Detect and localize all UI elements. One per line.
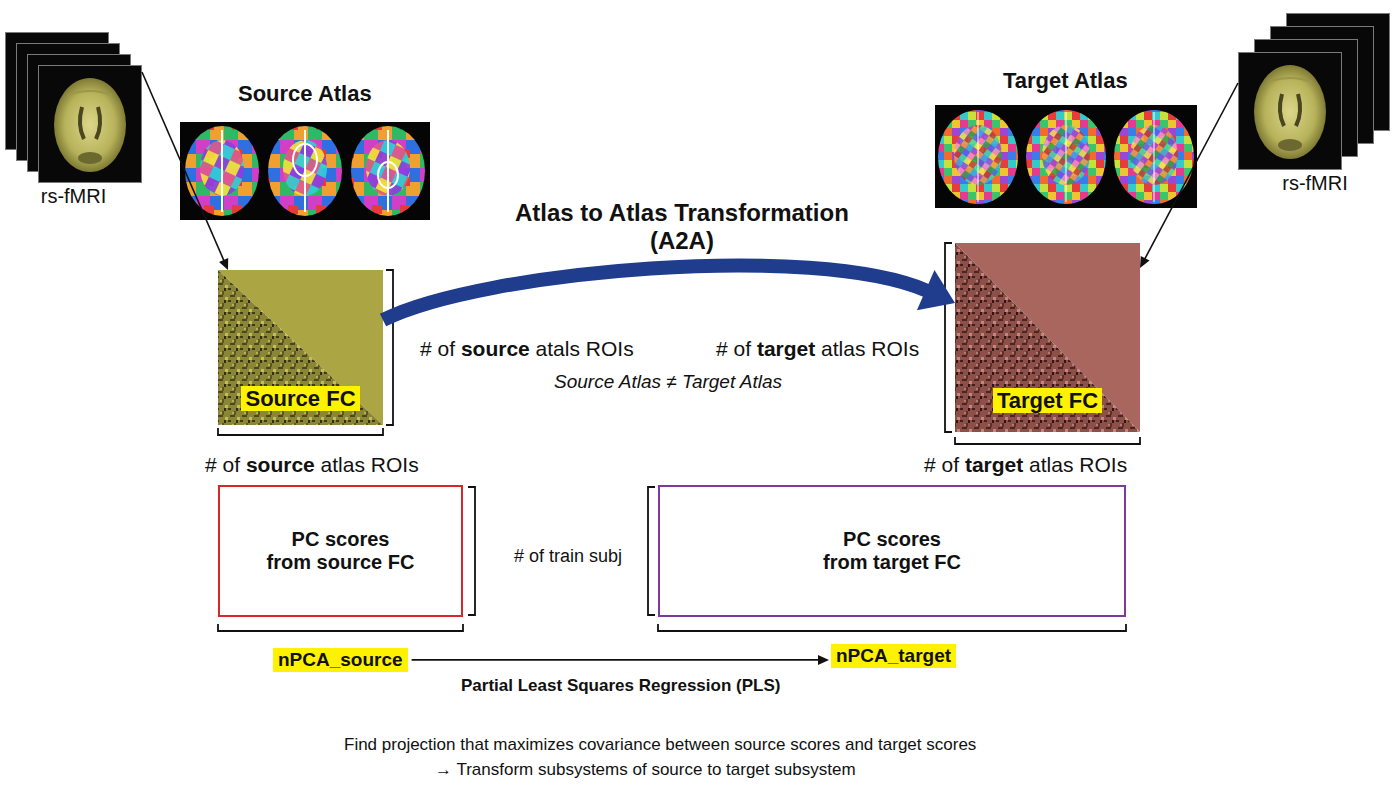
fmri-stack-image <box>1239 14 1390 170</box>
fmri-scan-stack: rs-fMRI <box>5 32 142 183</box>
connector-line <box>383 265 927 320</box>
connector <box>383 265 955 320</box>
target-fc-matrix <box>955 243 1140 432</box>
annotation-label: # of target atlas ROIs <box>924 453 1127 477</box>
annotation-label: Target Atlas <box>1003 68 1128 93</box>
annotation-label: # of source atals ROIs <box>420 337 634 361</box>
arrow-head <box>818 655 829 665</box>
connector-line <box>1145 83 1238 259</box>
image-caption: rs-fMRI <box>1282 172 1348 195</box>
bold-word: target <box>757 337 815 360</box>
fc-matrix: Target FC <box>955 243 1140 432</box>
target-atlas-image <box>935 105 1197 208</box>
arrow-head <box>219 258 228 270</box>
highlighted-term: nPCA_source <box>273 648 408 672</box>
node-text: nPCA_source <box>278 649 403 671</box>
pc-scores-box: PC scores from source FC <box>218 485 463 617</box>
connector-line <box>142 72 224 261</box>
node-text: Source FC <box>241 386 359 411</box>
bracket <box>218 243 1140 631</box>
arrow-head <box>917 270 955 310</box>
connector <box>142 72 228 270</box>
fc-matrix: Source FC <box>218 270 383 425</box>
edge-label: Partial Least Squares Regression (PLS) <box>461 676 780 696</box>
annotation-label: # of target atlas ROIs <box>716 337 919 361</box>
bold-word: source <box>461 337 530 360</box>
annotation-label: Find projection that maximizes covarianc… <box>344 735 976 755</box>
image-caption: rs-fMRI <box>41 185 107 208</box>
annotation-label: # of source atlas ROIs <box>205 453 419 477</box>
connector <box>412 655 829 665</box>
annotation-label: # of train subj <box>514 546 622 567</box>
fmri-stack-image <box>6 33 142 183</box>
edge-label: Atlas to Atlas Transformation (A2A) <box>515 199 849 254</box>
source-atlas-image <box>180 122 430 220</box>
annotation-label: → Transform subsystems of source to targ… <box>435 760 856 780</box>
bold-word: source <box>246 453 315 476</box>
node-text: PC scores from target FC <box>823 528 961 574</box>
arrow-head <box>1140 256 1150 268</box>
connector <box>1140 83 1238 268</box>
node-text: nPCA_target <box>836 645 951 667</box>
source-fc-matrix <box>218 270 383 425</box>
connector-line <box>412 659 819 661</box>
pc-scores-box: PC scores from target FC <box>658 485 1126 617</box>
annotation-label: Source Atlas ≠ Target Atlas <box>554 371 782 393</box>
annotation-label: Source Atlas <box>238 81 372 106</box>
node-text: Target FC <box>993 388 1102 413</box>
highlighted-term: nPCA_target <box>831 644 956 668</box>
fmri-scan-stack: rs-fMRI <box>1238 13 1392 170</box>
node-text: PC scores from source FC <box>267 528 415 574</box>
bold-word: target <box>965 453 1023 476</box>
